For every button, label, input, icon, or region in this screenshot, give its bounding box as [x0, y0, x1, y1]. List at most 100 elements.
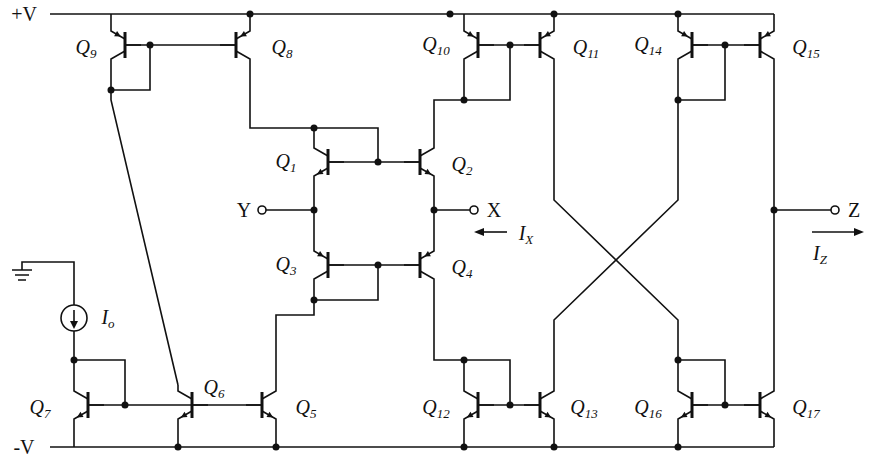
transistor-symbols: [678, 385, 708, 425]
transistor-label: Q3: [275, 254, 298, 277]
junction-dots: [507, 42, 514, 49]
terminals: [258, 206, 839, 214]
junction-dots: [375, 262, 382, 269]
transistor-symbols: [524, 25, 554, 65]
junction-dots: [461, 97, 468, 104]
subscript: 8: [286, 46, 293, 61]
transistor-label: Q4: [451, 257, 474, 280]
wires: [111, 14, 774, 25]
wires: [774, 65, 831, 385]
subscript: 9: [90, 46, 97, 61]
junction-dots: [722, 402, 729, 409]
wires: [482, 231, 507, 233]
transistor-symbols: [404, 245, 434, 285]
transistor-symbols: [404, 142, 434, 182]
wires: [22, 262, 74, 360]
symbol-letter: Q: [634, 33, 648, 55]
transistor-label: Q9: [75, 37, 98, 60]
current-label: IX: [518, 223, 535, 246]
subscript: 7: [44, 406, 51, 421]
subscript: 11: [587, 46, 599, 61]
symbol-letter: Q: [452, 153, 466, 175]
transistor-label: Q10: [421, 34, 450, 57]
terminal-label: Z: [847, 200, 861, 220]
junction-dots: [722, 42, 729, 49]
wires: [50, 446, 774, 448]
transistor-symbols: [246, 385, 276, 425]
transistor-symbols: [744, 385, 774, 425]
transistor-label: Q2: [451, 154, 474, 177]
arrowheads: [854, 228, 864, 236]
transistor-label: Q14: [633, 34, 662, 57]
transistor-symbols: [314, 142, 344, 182]
terminal-label: Y: [236, 200, 252, 220]
subscript: 2: [466, 163, 473, 178]
junction-dots: [771, 207, 778, 214]
wires: [678, 45, 760, 100]
transistor-label: Q12: [421, 397, 450, 420]
wires: [111, 45, 236, 90]
wires: [276, 285, 314, 385]
subscript: 1: [290, 160, 297, 175]
symbol-letter: I: [519, 222, 526, 244]
symbol-letter: Q: [276, 150, 290, 172]
transistor-symbols: [74, 25, 774, 425]
junction-dots: [375, 159, 382, 166]
wires: [12, 14, 856, 447]
transistor-symbols: [464, 385, 494, 425]
junction-dots: [461, 357, 468, 364]
terminals: [258, 206, 266, 214]
wires: [111, 65, 178, 385]
symbol-letter: Q: [634, 396, 648, 418]
supply-label: -V: [12, 437, 35, 457]
symbol-letter: Q: [272, 36, 286, 58]
terminals: [470, 206, 478, 214]
wires: [434, 182, 470, 245]
wires: [812, 231, 856, 233]
symbol-letter: Q: [30, 396, 44, 418]
junction-dots: [675, 97, 682, 104]
current-label: Io: [100, 307, 115, 330]
junction-dots: [551, 11, 558, 18]
subscript: 14: [649, 43, 662, 58]
symbol-letter: Q: [792, 396, 806, 418]
subscript: 15: [807, 46, 820, 61]
junction-dots: [247, 11, 254, 18]
subscript: 13: [585, 406, 598, 421]
arrowheads: [70, 228, 864, 329]
wires: [50, 13, 774, 15]
transistor-symbols: [744, 25, 774, 65]
symbol-letter: Q: [570, 396, 584, 418]
wires: [74, 360, 262, 405]
transistor-symbols: [314, 245, 344, 285]
wires: [434, 45, 510, 142]
symbol-letter: Q: [573, 36, 587, 58]
transistor-label: Q1: [275, 151, 298, 174]
subscript: 3: [290, 263, 297, 278]
junction-dots: [461, 444, 468, 451]
current-source: [61, 305, 87, 331]
subscript: X: [525, 232, 533, 247]
subscript: 5: [310, 406, 317, 421]
arrowheads: [70, 321, 78, 329]
wires: [12, 270, 32, 280]
terminals: [831, 206, 839, 214]
junction-dots: [108, 87, 115, 94]
transistor-symbols: [464, 25, 494, 65]
terminal-label: X: [486, 200, 502, 220]
subscript: 4: [466, 266, 473, 281]
junction-dots: [122, 402, 129, 409]
symbol-letter: Q: [422, 396, 436, 418]
wires: [434, 285, 510, 405]
transistor-label: Q16: [633, 397, 662, 420]
transistor-symbols: [678, 25, 708, 65]
junction-dots: [447, 11, 454, 18]
junction-dots: [507, 402, 514, 409]
subscript: 6: [218, 386, 225, 401]
supply-label: +V: [10, 4, 38, 24]
symbol-letter: Q: [204, 376, 218, 398]
transistor-symbols: [524, 385, 554, 425]
